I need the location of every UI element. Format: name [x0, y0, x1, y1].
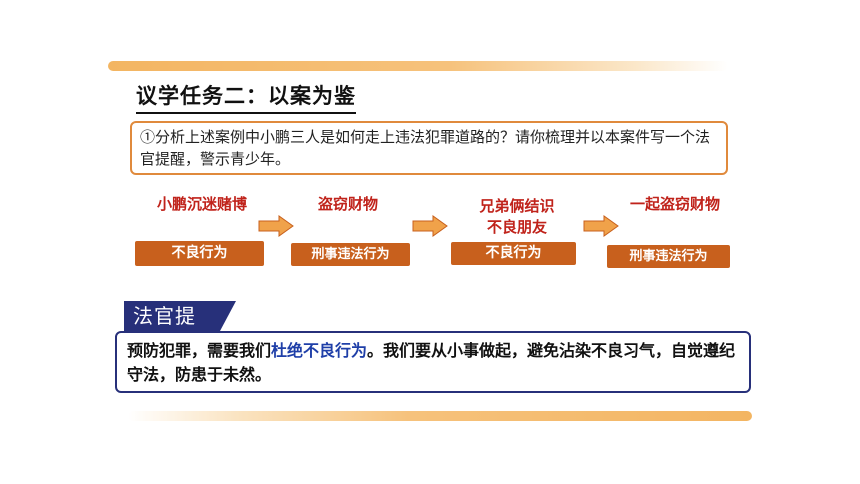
flow-arrow-1-icon — [258, 215, 294, 237]
step-1-title: 小鹏沉迷赌博 — [156, 195, 247, 213]
step-3-title-line2: 不良朋友 — [486, 218, 547, 236]
step-3-tag: 不良行为 — [451, 242, 576, 265]
decorative-band-top — [108, 61, 728, 71]
reminder-badge-label: 法官提 — [133, 304, 196, 328]
judge-reminder-box: 预防犯罪，需要我们杜绝不良行为。我们要从小事做起，避免沾染不良习气，自觉遵纪守法… — [115, 331, 751, 393]
step-2-tag: 刑事违法行为 — [291, 243, 410, 266]
step-2-title: 盗窃财物 — [317, 195, 378, 213]
step-3-title: 兄弟俩结识 不良朋友 — [458, 196, 576, 238]
step-4-tag: 刑事违法行为 — [607, 245, 730, 268]
question-box: ①分析上述案例中小鹏三人是如何走上违法犯罪道路的？请你梳理并以本案件写一个法官提… — [130, 121, 728, 175]
decorative-band-bottom — [128, 411, 752, 421]
reminder-text-end: 。我们要从小事做起，避免沾染不良习气，自觉遵纪守法，防患于未然。 — [127, 341, 736, 384]
page-title: 议学任务二：以案为鉴 — [136, 80, 356, 114]
reminder-text-start: 预防犯罪，需要我们 — [127, 341, 272, 360]
flow-arrow-2-icon — [412, 215, 448, 237]
reminder-badge-shape — [124, 301, 236, 331]
step-3-title-line1: 兄弟俩结识 — [479, 197, 555, 215]
step-1-tag: 不良行为 — [135, 241, 264, 266]
reminder-highlight: 杜绝不良行为 — [271, 341, 368, 360]
flow-arrow-3-icon — [583, 215, 619, 237]
step-4-title: 一起盗窃财物 — [629, 195, 720, 213]
